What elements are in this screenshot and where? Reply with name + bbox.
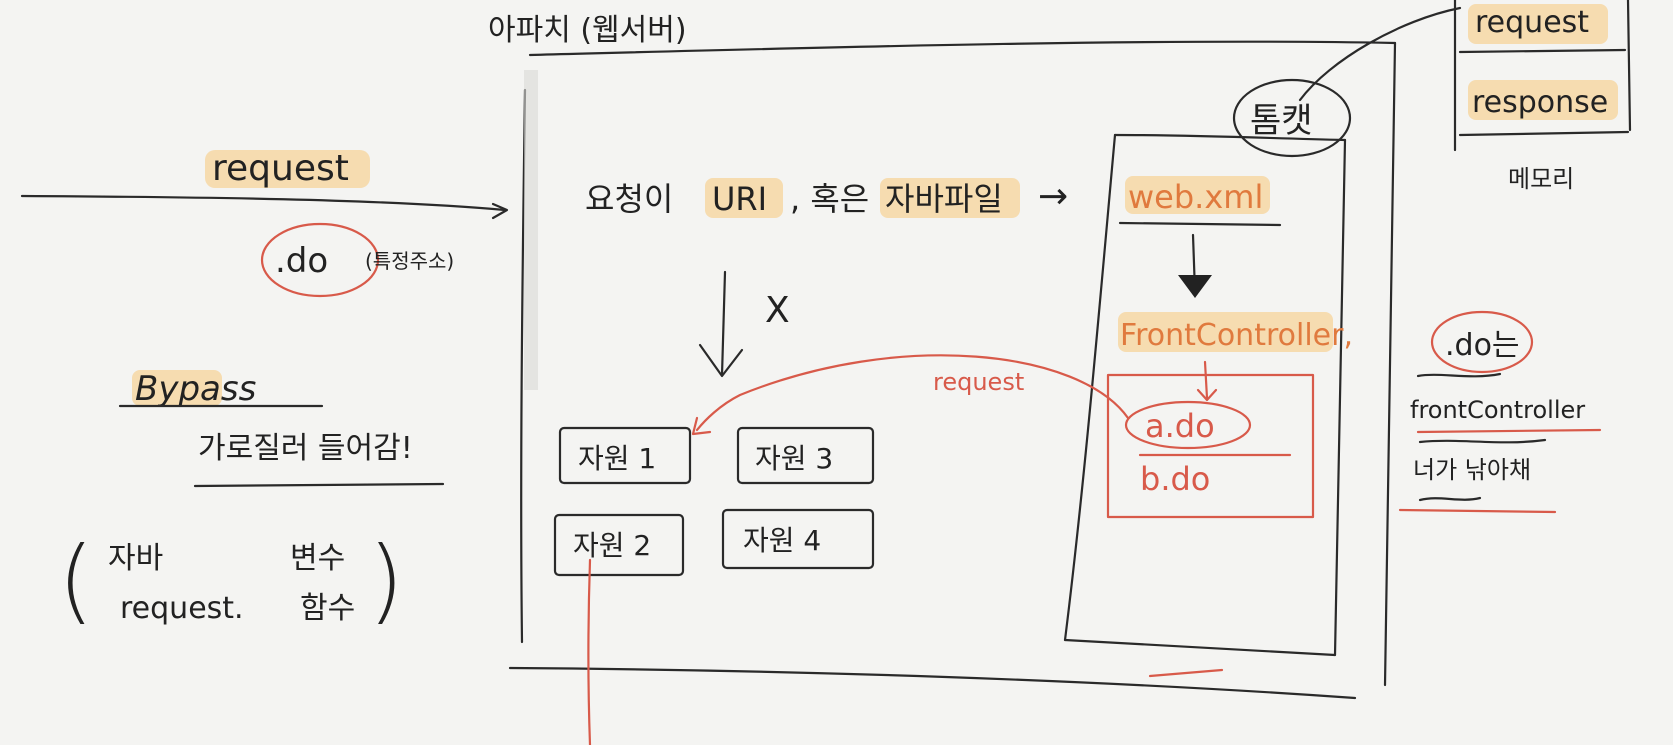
- do-is-squiggle: [1416, 372, 1502, 378]
- flow-text-3: , 혹은: [790, 180, 869, 218]
- server-title: 아파치 (웹서버): [488, 13, 687, 48]
- flow-arrow: →: [1038, 176, 1068, 217]
- b-do-label: b.do: [1140, 460, 1210, 498]
- java-variable-suffix: 변수: [290, 541, 345, 576]
- request-flow: 요청이 URI , 혹은 자바파일 → X: [585, 176, 1068, 378]
- tomcat-circle: [1232, 78, 1352, 158]
- java-note: ( 자바 변수 request. 함수 ): [58, 527, 404, 634]
- resource-2-label: 자원 2: [573, 529, 651, 562]
- resource-3-label: 자원 3: [755, 442, 833, 475]
- request-highlight: [205, 150, 370, 188]
- front-controller-note-underline: [1416, 428, 1602, 434]
- blocked-mark: X: [765, 290, 790, 331]
- memory-label: 메모리: [1508, 165, 1574, 193]
- java-variable: 자바: [108, 541, 163, 576]
- dispatch-arrow-head: [1178, 275, 1212, 298]
- server-shade: [524, 70, 538, 390]
- tomcat-label: 톰캣: [1250, 101, 1313, 141]
- flow-text-1: 요청이: [585, 180, 673, 218]
- uri-highlight: [705, 178, 783, 218]
- do-note: (특정주소): [365, 249, 454, 273]
- do-suffix: .do: [275, 241, 328, 281]
- request-to-resource-arrowhead: [691, 416, 712, 436]
- resource-box-3: [736, 426, 875, 485]
- tomcat-container: 톰캣 web.xml FrontController, a.do b.do re…: [691, 78, 1353, 678]
- resource-1-label: 자원 1: [578, 442, 656, 475]
- web-xml-label: web.xml: [1128, 178, 1263, 216]
- front-controller-highlight: [1118, 312, 1333, 352]
- down-arrow-head: [698, 343, 744, 378]
- a-do-circle: [1124, 400, 1252, 450]
- resource-box-4: [721, 508, 875, 570]
- container-bottom-edge: [1063, 638, 1337, 657]
- incoming-request: request .do (특정주소): [20, 148, 509, 298]
- do-is-label: .do는: [1445, 328, 1520, 363]
- flow-text-uri: URI: [712, 180, 767, 218]
- web-xml-highlight: [1125, 176, 1270, 214]
- bypass-highlight: [132, 370, 222, 406]
- bypass-label: Bypass: [135, 369, 256, 409]
- java-file-highlight: [880, 178, 1020, 218]
- do-circle: [260, 222, 380, 298]
- mapping-box: [1106, 373, 1315, 519]
- apache-server: 아파치 (웹서버): [488, 13, 1397, 700]
- container-bottom-mark: [1148, 668, 1224, 678]
- container-top-edge: [1113, 133, 1347, 142]
- right-note: .do는 frontController 너가 낚아채: [1398, 310, 1602, 514]
- mapping-arrow-shaft: [1203, 360, 1209, 400]
- memory-right-edge: [1626, 0, 1632, 132]
- grab-note-underline: [1398, 508, 1557, 514]
- memory-response-highlight: [1468, 80, 1618, 120]
- web-xml-underline: [1118, 221, 1282, 227]
- resource-2-red-line: [587, 558, 592, 745]
- tomcat-to-memory-line: [1298, 6, 1462, 102]
- do-is-circle: [1430, 310, 1534, 374]
- resource-box-2: [553, 513, 685, 577]
- resources: 자원 1 자원 3 자원 2 자원 4: [553, 426, 875, 745]
- container-right-edge: [1333, 138, 1347, 657]
- memory-block: request response 메모리: [1298, 0, 1632, 193]
- mapping-arrow-head: [1196, 388, 1218, 402]
- front-controller-note-squiggle: [1418, 438, 1547, 444]
- grab-note: 너가 낚아채: [1413, 456, 1531, 484]
- request-to-resource-arrow: [695, 354, 1130, 432]
- server-bottom-edge: [508, 666, 1357, 700]
- java-note-close-paren: ): [368, 527, 404, 634]
- bypass-desc: 가로질러 들어감!: [198, 431, 413, 466]
- memory-request-label: request: [1475, 5, 1589, 40]
- server-right-edge: [1383, 41, 1397, 687]
- server-top-edge: [528, 40, 1397, 57]
- request-line: [20, 194, 507, 212]
- down-arrow-shaft: [720, 270, 727, 377]
- memory-divider: [1458, 48, 1627, 54]
- a-do-label: a.do: [1145, 407, 1215, 445]
- memory-bottom-edge: [1458, 130, 1630, 137]
- bypass-note: Bypass 가로질러 들어감!: [118, 369, 445, 488]
- flow-text-java-file: 자바파일: [885, 180, 1003, 218]
- java-function: request.: [120, 591, 244, 626]
- request-arrowhead: [491, 202, 509, 220]
- grab-note-squiggle: [1418, 496, 1482, 502]
- memory-request-highlight: [1468, 4, 1608, 44]
- resource-box-1: [558, 426, 692, 485]
- bypass-desc-underline: [193, 482, 445, 488]
- java-note-open-paren: (: [58, 527, 94, 634]
- resource-4-label: 자원 4: [743, 524, 821, 557]
- request-red-label: request: [933, 368, 1024, 396]
- memory-response-label: response: [1472, 85, 1608, 120]
- front-controller-note: frontController: [1410, 396, 1585, 424]
- java-function-suffix: 함수: [300, 591, 355, 626]
- server-left-edge: [520, 88, 527, 644]
- request-label: request: [212, 148, 349, 189]
- container-left-edge: [1063, 133, 1117, 642]
- front-controller-label: FrontController,: [1120, 318, 1353, 353]
